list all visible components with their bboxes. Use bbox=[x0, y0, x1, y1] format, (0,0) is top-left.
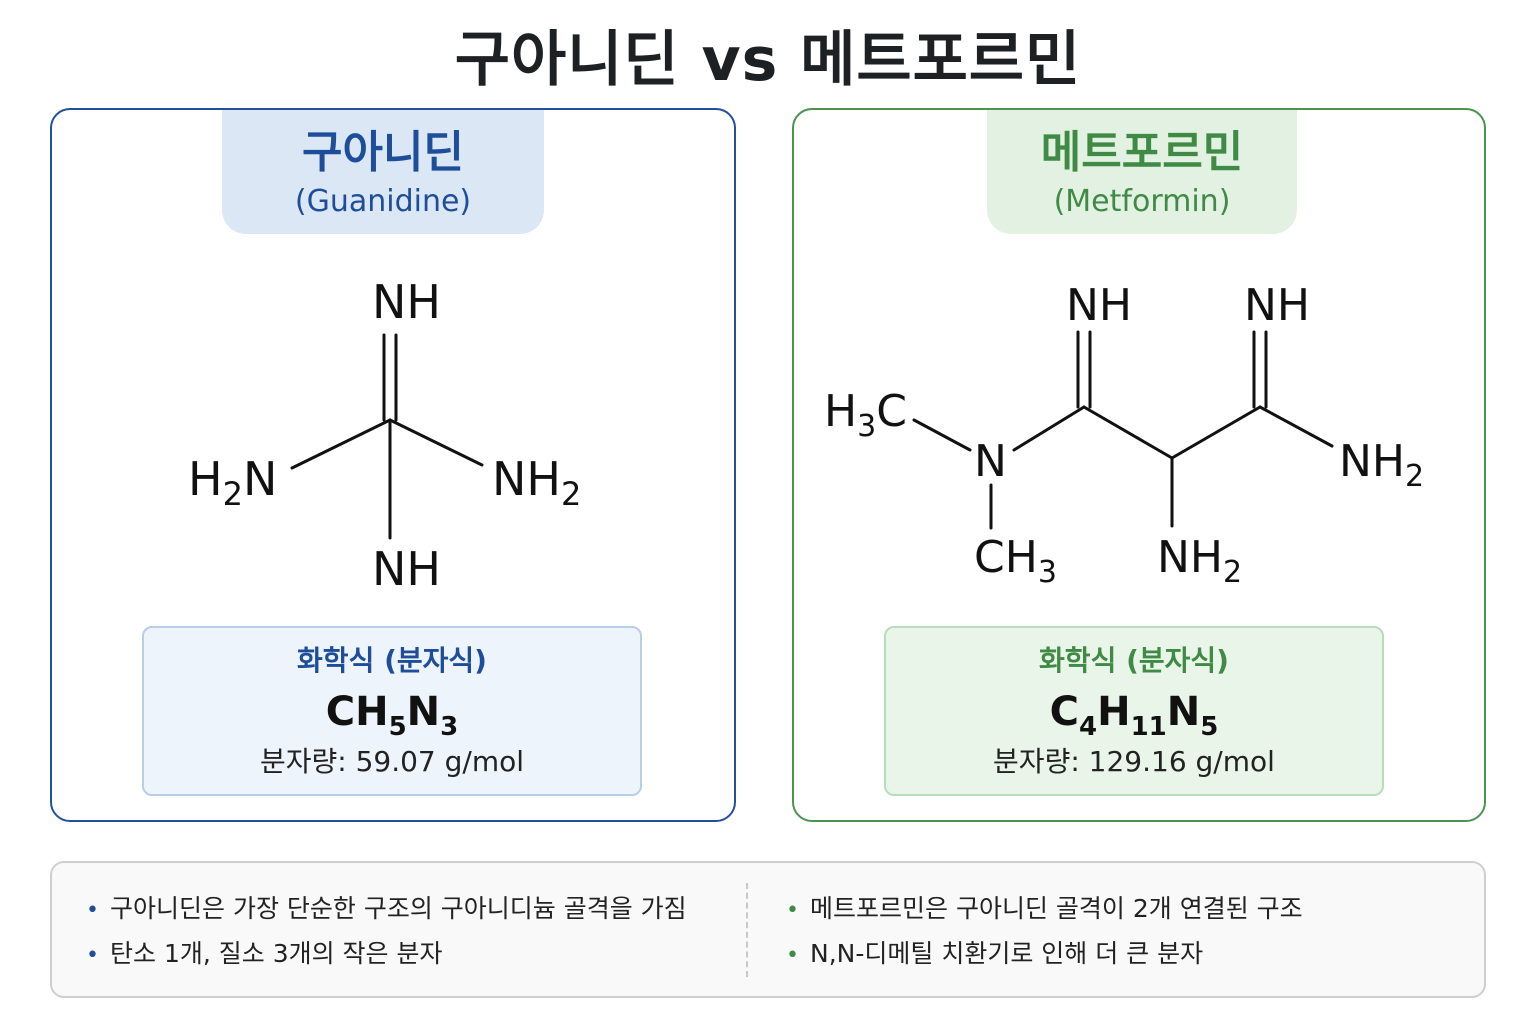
list-item: •구아니딘은 가장 단순한 구조의 구아니디늄 골격을 가짐 bbox=[86, 887, 687, 932]
formula-label: 화학식 (분자식) bbox=[297, 644, 487, 677]
atom-nh2-right: NH2 bbox=[1339, 436, 1424, 494]
metformin-notes: •메트포르민은 구아니딘 골격이 2개 연결된 구조 •N,N-디메틸 치환기로… bbox=[786, 887, 1303, 977]
bond-c1-c2 bbox=[1082, 405, 1174, 460]
bond-c2-c3 bbox=[1170, 405, 1262, 460]
metformin-structure: NH NH H3C N CH3 NH2 NH2 bbox=[824, 280, 1424, 590]
list-item: •메트포르민은 구아니딘 골격이 2개 연결된 구조 bbox=[786, 887, 1303, 932]
page-title: 구아니딘 vs 메트포르민 bbox=[454, 25, 1082, 95]
molar-mass: 분자량: 59.07 g/mol bbox=[259, 745, 525, 778]
bond-right bbox=[388, 418, 484, 467]
list-item: •N,N-디메틸 치환기로 인해 더 큰 분자 bbox=[786, 932, 1303, 977]
molecular-formula: CH5N3 bbox=[325, 689, 459, 742]
atom-nh-left: NH bbox=[1066, 280, 1132, 331]
guanidine-name-tag: 구아니딘 (Guanidine) bbox=[222, 110, 544, 234]
atom-n-center: N bbox=[974, 436, 1007, 487]
metformin-name-tag: 메트포르민 (Metformin) bbox=[987, 110, 1297, 234]
notes-divider bbox=[746, 883, 748, 977]
molar-mass: 분자량: 129.16 g/mol bbox=[993, 745, 1275, 778]
bond-h3c-n bbox=[912, 418, 972, 452]
list-item: •탄소 1개, 질소 3개의 작은 분자 bbox=[86, 932, 687, 977]
guanidine-name-ko: 구아니딘 bbox=[302, 127, 464, 178]
guanidine-formula-box: 화학식 (분자식) CH5N3 분자량: 59.07 g/mol bbox=[142, 626, 642, 796]
comparison-notes: •구아니딘은 가장 단순한 구조의 구아니디늄 골격을 가짐 •탄소 1개, 질… bbox=[50, 861, 1486, 998]
bullet-icon: • bbox=[786, 943, 799, 968]
bond-left bbox=[290, 418, 392, 470]
atom-h2n: H2N bbox=[188, 452, 277, 513]
guanidine-name-en: (Guanidine) bbox=[294, 184, 472, 219]
atom-nh-right: NH bbox=[1244, 280, 1310, 331]
atom-h3c: H3C bbox=[824, 386, 907, 444]
atom-nh-bottom: NH bbox=[372, 542, 441, 596]
atom-nh2-right: NH2 bbox=[492, 452, 581, 513]
guanidine-notes: •구아니딘은 가장 단순한 구조의 구아니디늄 골격을 가짐 •탄소 1개, 질… bbox=[86, 887, 687, 977]
atom-nh2-bottom: NH2 bbox=[1157, 532, 1242, 590]
bullet-icon: • bbox=[86, 898, 99, 923]
metformin-name-en: (Metformin) bbox=[1053, 184, 1231, 219]
metformin-formula-box: 화학식 (분자식) C4H11N5 분자량: 129.16 g/mol bbox=[884, 626, 1384, 796]
bullet-icon: • bbox=[86, 943, 99, 968]
bullet-icon: • bbox=[786, 898, 799, 923]
guanidine-panel: 구아니딘 (Guanidine) NH H2N NH2 NH 화학식 (분자식)… bbox=[50, 108, 736, 822]
formula-label: 화학식 (분자식) bbox=[1039, 644, 1229, 677]
metformin-panel: 메트포르민 (Metformin) NH NH H3C N CH3 NH2 NH… bbox=[792, 108, 1486, 822]
metformin-name-ko: 메트포르민 bbox=[1040, 127, 1244, 178]
bond-c3-nh2 bbox=[1258, 405, 1334, 448]
molecular-formula: C4H11N5 bbox=[1049, 689, 1219, 742]
bond-n-c1 bbox=[1012, 405, 1086, 452]
atom-nh-top: NH bbox=[372, 275, 441, 329]
atom-ch3: CH3 bbox=[974, 532, 1057, 590]
guanidine-structure: NH H2N NH2 NH bbox=[188, 275, 581, 596]
